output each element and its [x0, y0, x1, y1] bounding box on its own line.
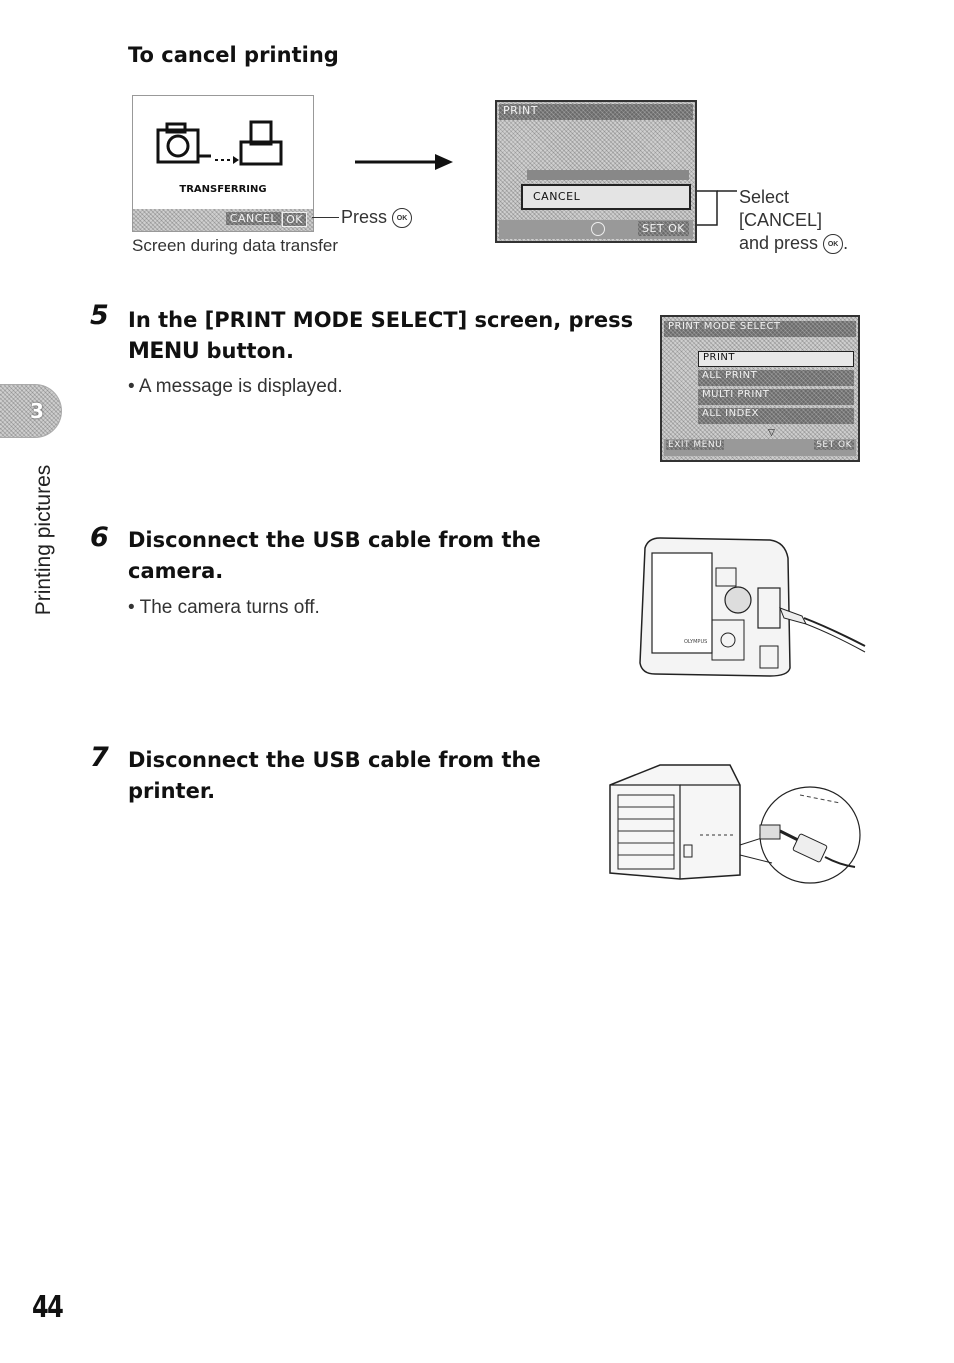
section-title: To cancel printing: [128, 43, 339, 67]
cancel-bar-label: CANCEL: [226, 212, 281, 225]
footer-set: SET OK: [816, 440, 853, 450]
step-5-number: 5: [90, 300, 109, 331]
step-6-bullet: • The camera turns off.: [128, 597, 320, 618]
page-number: 44: [32, 1290, 64, 1325]
ok-button-icon-2: OK: [823, 234, 844, 255]
transfer-caption: Screen during data transfer: [132, 236, 339, 255]
transfer-status: TRANSFERRING: [179, 184, 267, 195]
menu-item-all-print: ALL PRINT: [698, 370, 854, 386]
menu-item-print: PRINT: [698, 351, 854, 367]
chapter-tab: 3: [0, 384, 62, 438]
press-callout: Press OK: [341, 207, 413, 229]
svg-text:OLYMPUS: OLYMPUS: [684, 639, 707, 645]
confirm-strip: [527, 170, 689, 180]
print-mode-header: PRINT MODE SELECT: [664, 321, 856, 337]
camera-usb-illustration: OLYMPUS: [639, 537, 866, 677]
transfer-screen: TRANSFERRING CANCEL OK: [132, 95, 314, 232]
confirm-callout: Select [CANCEL] and press OK.: [739, 186, 848, 255]
menu-item-all-index: ALL INDEX: [698, 408, 854, 424]
cancel-bar-ok: OK: [282, 212, 307, 227]
ok-small-icon: [591, 222, 605, 236]
right-arrow-icon: [355, 154, 453, 170]
callout-line-press: and press OK.: [739, 233, 849, 255]
step-7-number: 7: [90, 742, 109, 773]
printer-usb-illustration: [609, 764, 861, 884]
step-7-heading: Disconnect the USB cable from the printe…: [128, 748, 541, 803]
chapter-title: Printing pictures: [32, 464, 55, 616]
footer-exit: EXIT MENU: [668, 440, 723, 450]
confirm-callout-bracket: [697, 190, 737, 226]
press-leader-line: [312, 217, 339, 218]
step-6-number: 6: [90, 522, 109, 553]
chapter-number: 3: [30, 399, 44, 423]
scroll-down-icon: ▽: [768, 427, 775, 437]
cancel-confirm-screen: PRINT CANCEL SET OK: [495, 100, 697, 243]
step-5-heading: In the [PRINT MODE SELECT] screen, press…: [128, 308, 634, 364]
step-5-bullet: • A message is displayed.: [128, 376, 343, 397]
confirm-set-ok: SET OK: [638, 221, 689, 236]
confirm-footer: SET OK: [499, 220, 693, 239]
print-mode-screen: PRINT MODE SELECT PRINT ALL PRINT MULTI …: [660, 315, 860, 462]
camera-to-printer-icon: [156, 120, 283, 166]
print-mode-footer: EXIT MENU SET OK: [664, 439, 856, 456]
cancel-bar: CANCEL OK: [133, 209, 313, 231]
menu-item-multi-print: MULTI PRINT: [698, 389, 854, 405]
ok-button-icon: OK: [392, 208, 413, 229]
step-6-heading: Disconnect the USB cable from the camera…: [128, 528, 541, 583]
callout-line-select: Select: [739, 187, 790, 207]
press-label: Press: [341, 207, 388, 227]
cancel-option: CANCEL: [521, 184, 691, 210]
confirm-header: PRINT: [499, 104, 693, 120]
callout-line-cancel: [CANCEL]: [739, 210, 823, 230]
